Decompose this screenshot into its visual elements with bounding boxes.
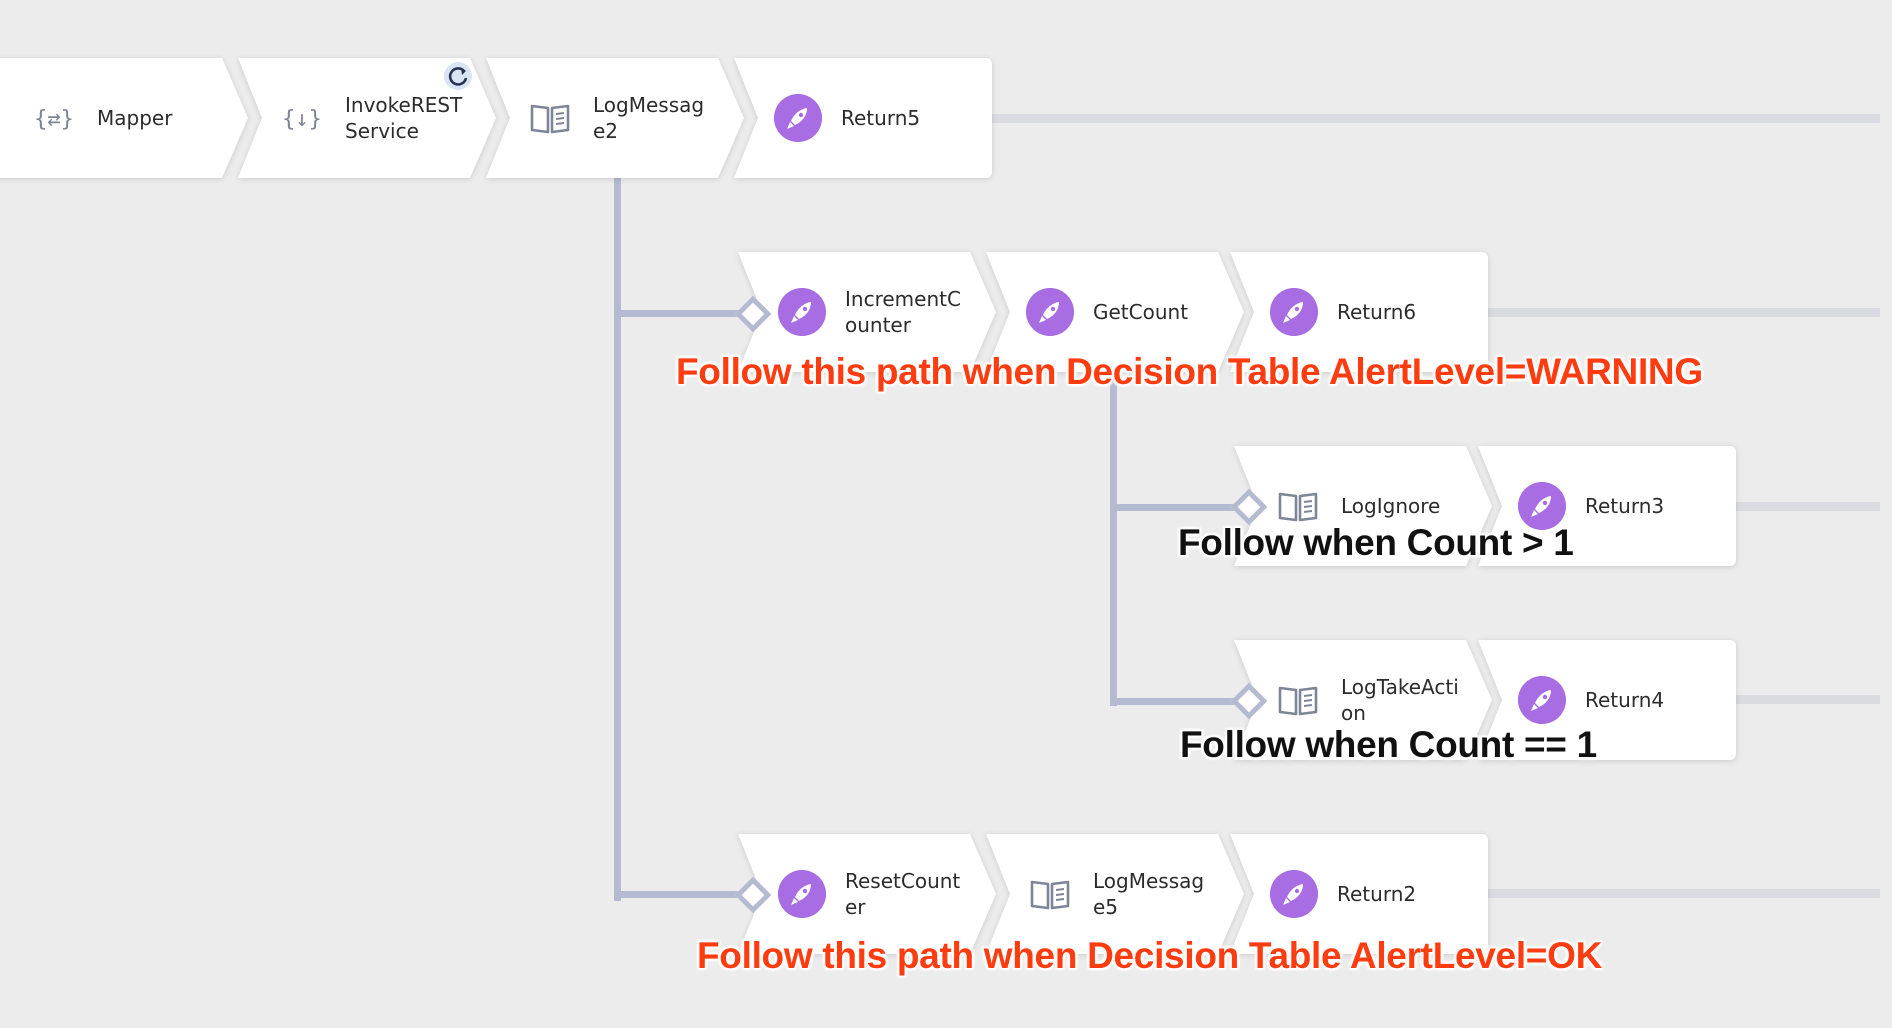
activity-label: Return5 bbox=[841, 106, 921, 130]
ok-flow-tail bbox=[1485, 889, 1880, 898]
activity-label: ResetCounter bbox=[845, 869, 961, 919]
rocket-icon bbox=[1026, 288, 1074, 336]
count-gt-flow-tail bbox=[1733, 502, 1880, 511]
svg-text:{⇄}: {⇄} bbox=[34, 107, 74, 132]
rocket-icon bbox=[1270, 288, 1318, 336]
branch-connector-warning bbox=[614, 310, 754, 317]
rocket-icon bbox=[774, 94, 822, 142]
invoke-rest-icon: {↓} bbox=[282, 107, 322, 132]
activity-label: GetCount bbox=[1093, 300, 1189, 324]
activity-logmessage2[interactable]: LogMessage2 bbox=[486, 58, 744, 178]
activity-log-ignore[interactable]: LogIgnore bbox=[1234, 446, 1492, 566]
branch-trunk-count bbox=[1110, 370, 1117, 706]
activity-label: LogTakeAction bbox=[1341, 675, 1459, 725]
activity-reset-counter[interactable]: ResetCounter bbox=[738, 834, 996, 954]
activity-logmessage5[interactable]: LogMessage5 bbox=[986, 834, 1244, 954]
activity-get-count[interactable]: GetCount bbox=[986, 252, 1244, 372]
rocket-icon bbox=[1270, 870, 1318, 918]
activity-label: Return3 bbox=[1585, 494, 1665, 518]
mapper-icon: {⇄} bbox=[34, 107, 74, 132]
activity-label: Return4 bbox=[1585, 688, 1665, 712]
book-icon bbox=[1278, 492, 1318, 522]
tile-background bbox=[486, 58, 744, 178]
activity-label: Return2 bbox=[1337, 882, 1417, 906]
annotation-ok-path: Follow this path when Decision Table Ale… bbox=[697, 935, 1603, 976]
activity-label: LogMessage5 bbox=[1093, 869, 1205, 919]
branch-connector-count-gt bbox=[1110, 504, 1250, 511]
activity-mapper[interactable]: {⇄} Mapper bbox=[0, 58, 248, 178]
warning-flow-tail bbox=[1485, 308, 1880, 317]
activity-label: LogIgnore bbox=[1341, 494, 1441, 518]
activity-return6[interactable]: Return6 bbox=[1230, 252, 1488, 372]
svg-text:{↓}: {↓} bbox=[282, 107, 322, 132]
rocket-icon bbox=[778, 288, 826, 336]
activity-return5[interactable]: Return5 bbox=[734, 58, 992, 178]
tile-background bbox=[986, 834, 1244, 954]
branch-trunk-main bbox=[614, 178, 621, 901]
rocket-icon bbox=[1518, 482, 1566, 530]
rocket-icon bbox=[1518, 676, 1566, 724]
book-icon bbox=[1278, 686, 1318, 716]
refresh-icon[interactable] bbox=[444, 62, 472, 90]
count-eq-flow-tail bbox=[1733, 695, 1880, 704]
activity-invoke-rest-service[interactable]: {↓} InvokeRESTService bbox=[238, 58, 496, 178]
activity-return3[interactable]: Return3 bbox=[1478, 446, 1736, 566]
activity-label: InvokeRESTService bbox=[345, 93, 463, 143]
activity-increment-counter[interactable]: IncrementCounter bbox=[738, 252, 996, 372]
tile-background bbox=[1234, 640, 1492, 760]
activity-log-take-action[interactable]: LogTakeAction bbox=[1234, 640, 1492, 760]
rocket-icon bbox=[778, 870, 826, 918]
activity-return4[interactable]: Return4 bbox=[1478, 640, 1736, 760]
branch-connector-ok bbox=[614, 891, 754, 898]
book-icon bbox=[1030, 880, 1070, 910]
activity-label: Mapper bbox=[97, 106, 173, 130]
annotation-warning-path: Follow this path when Decision Table Ale… bbox=[676, 351, 1703, 392]
annotation-count-greater-than-one: Follow when Count > 1 bbox=[1178, 522, 1574, 563]
activity-label: LogMessage2 bbox=[593, 93, 705, 143]
tile-background bbox=[0, 58, 248, 178]
annotation-count-equals-one: Follow when Count == 1 bbox=[1180, 724, 1597, 765]
branch-connector-count-eq bbox=[1110, 698, 1250, 705]
book-icon bbox=[530, 104, 570, 134]
activity-return2[interactable]: Return2 bbox=[1230, 834, 1488, 954]
tile-background bbox=[1234, 446, 1492, 566]
activity-label: IncrementCounter bbox=[845, 287, 961, 337]
main-flow-tail bbox=[990, 114, 1880, 123]
activity-label: Return6 bbox=[1337, 300, 1417, 324]
